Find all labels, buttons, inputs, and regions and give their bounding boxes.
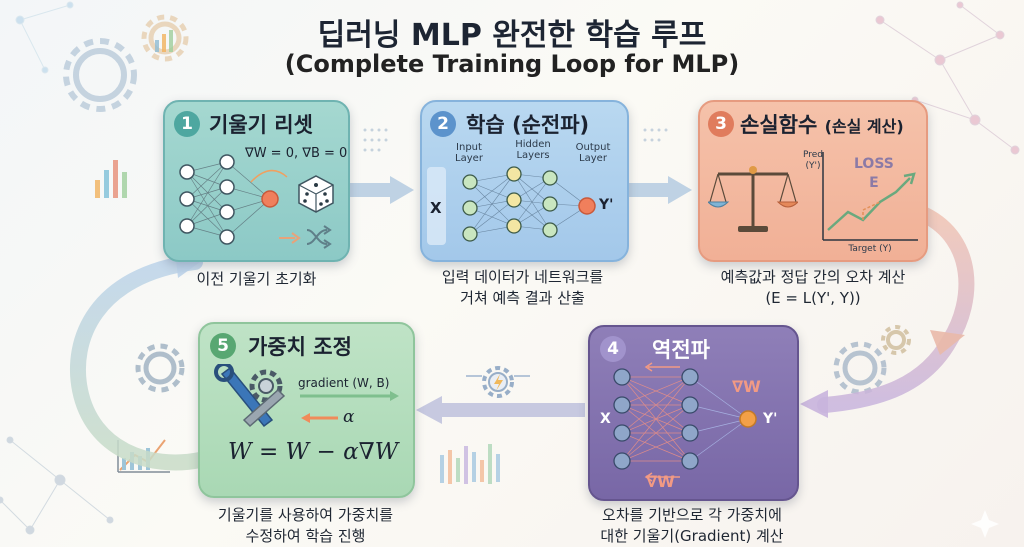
step-1-card: 1 기울기 리셋 ∇W = 0, ∇B = 0 <box>163 100 350 262</box>
step-number-badge: 5 <box>210 333 236 359</box>
forward-network-diagram <box>427 166 596 245</box>
caption-line: 이전 기울기 초기화 <box>196 270 317 288</box>
balance-scale-icon <box>708 166 798 232</box>
step-number-badge: 3 <box>708 111 734 137</box>
step-heading: 학습 (순전파) <box>466 113 590 137</box>
shuffle-icon <box>279 225 332 249</box>
page-subtitle: (Complete Training Loop for MLP) <box>284 50 740 78</box>
step-number-badge: 4 <box>600 336 626 362</box>
gradient-reset-formula: ∇W = 0, ∇B = 0 <box>245 146 348 161</box>
graph-y-label: Pred(Y') <box>802 150 824 171</box>
dice-icon <box>298 175 334 213</box>
step-5-caption: 기울기를 사용하여 가중치를 수정하여 학습 진행 <box>188 505 423 547</box>
gradient-wb-label: gradient (W, B) <box>298 376 390 390</box>
heading-main: 손실함수 <box>740 113 818 137</box>
caption-line: 수정하여 학습 진행 <box>245 527 366 545</box>
step-3-caption: 예측값과 정답 간의 오차 계산 (E = L(Y', Y)) <box>698 267 928 309</box>
step-heading: 가중치 조정 <box>248 335 352 359</box>
page-title: 딥러닝 MLP 완전한 학습 루프 <box>317 18 707 53</box>
gear-icon <box>63 38 137 112</box>
step-heading: 역전파 <box>652 338 710 362</box>
caption-line: 예측값과 정답 간의 오차 계산 <box>720 268 906 286</box>
step-heading: 기울기 리셋 <box>209 113 313 137</box>
caption-line: 대한 기울기(Gradient) 계산 <box>600 527 784 545</box>
step-heading: 손실함수 (손실 계산) <box>740 109 904 139</box>
output-y-label: Y' <box>599 197 614 213</box>
neural-network-icon <box>179 154 288 245</box>
backprop-network-diagram <box>613 362 757 482</box>
bar-chart-icon <box>95 30 173 198</box>
caption-line: (E = L(Y', Y)) <box>765 289 861 307</box>
update-rule-formula: W = W − α∇W <box>228 439 399 465</box>
gradient-label-bottom: ∇W <box>646 472 675 491</box>
step-4-caption: 오차를 기반으로 각 가중치에 대한 기울기(Gradient) 계산 <box>572 505 812 547</box>
step-number-badge: 2 <box>430 111 456 137</box>
caption-line: 거쳐 예측 결과 산출 <box>460 289 585 307</box>
gradient-label-top: ∇W <box>732 377 761 396</box>
gradient-arrows <box>300 391 399 423</box>
output-y-label: Y' <box>763 411 778 427</box>
step-number-badge: 1 <box>174 111 200 137</box>
heading-sub: (손실 계산) <box>824 117 904 136</box>
lightning-gear-icon <box>466 366 530 398</box>
caption-line: 기울기를 사용하여 가중치를 <box>217 506 394 524</box>
caption-line: 오차를 기반으로 각 가중치에 <box>602 506 782 524</box>
caption-line: 입력 데이터가 네트워크를 <box>441 268 604 286</box>
step-4-card: 4 역전파 X Y' ∇W ∇W <box>588 325 799 501</box>
step-5-card: 5 가중치 조정 gradient (W, B) α W = W − α∇W <box>198 322 415 498</box>
alpha-label: α <box>343 407 355 427</box>
step-1-caption: 이전 기울기 초기화 <box>163 269 350 290</box>
wrench-gear-icon <box>214 364 286 428</box>
input-x-label: X <box>430 199 442 217</box>
input-x-label: X <box>600 411 611 427</box>
graph-x-label: Target (Y) <box>848 244 892 254</box>
loss-graph <box>822 152 918 241</box>
step-2-caption: 입력 데이터가 네트워크를 거쳐 예측 결과 산출 <box>410 267 635 309</box>
